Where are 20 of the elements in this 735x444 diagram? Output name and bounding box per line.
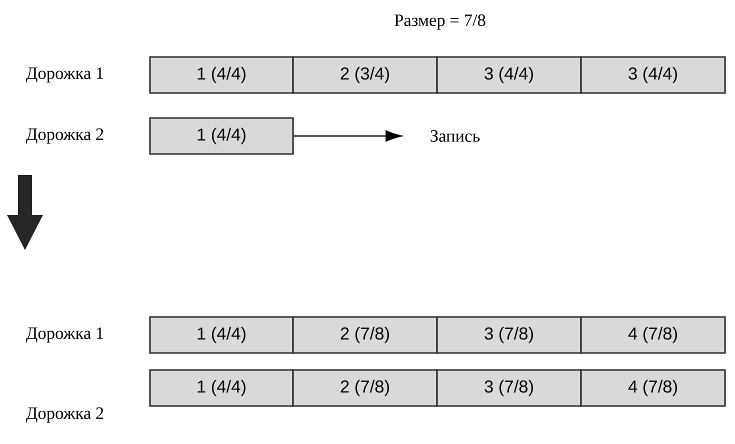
track-label: Дорожка 1 <box>26 67 104 83</box>
block-cell: 1 (4/4) <box>149 369 294 407</box>
block-cell: 4 (7/8) <box>580 369 726 407</box>
block-cell: 3 (4/4) <box>436 56 582 94</box>
block-cell: 1 (4/4) <box>149 56 294 94</box>
block-cell: 1 (4/4) <box>149 316 294 354</box>
block-cell: 2 (7/8) <box>292 369 438 407</box>
block-cell: 3 (7/8) <box>436 369 582 407</box>
block-cell: 4 (7/8) <box>580 316 726 354</box>
block-cell: 1 (4/4) <box>149 117 294 155</box>
block-cell: 3 (4/4) <box>580 56 726 94</box>
track-label: Дорожка 2 <box>26 128 104 144</box>
block-cell: 3 (7/8) <box>436 316 582 354</box>
track-label: Дорожка 2 <box>26 407 104 423</box>
write-label: Запись <box>430 130 480 142</box>
block-cell: 2 (7/8) <box>292 316 438 354</box>
arrow <box>294 130 402 142</box>
track-label: Дорожка 1 <box>26 327 104 343</box>
block-cell: 2 (3/4) <box>292 56 438 94</box>
title: Размер = 7/8 <box>394 14 486 30</box>
